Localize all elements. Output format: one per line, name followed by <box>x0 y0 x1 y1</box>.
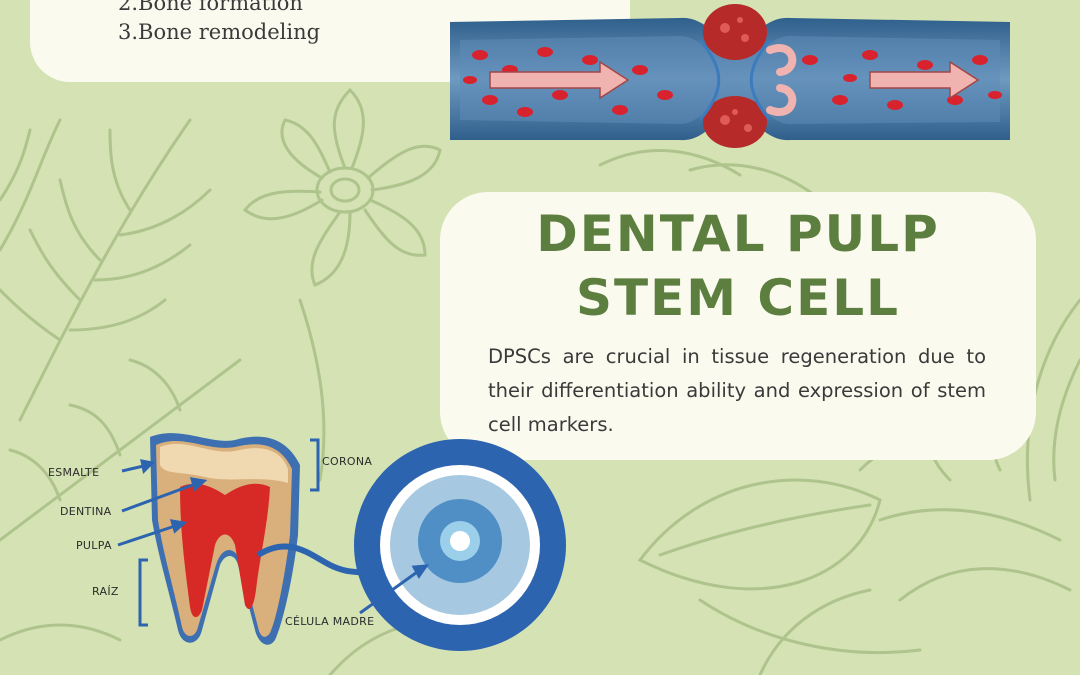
page-title-line-2: STEM CELL <box>575 269 900 327</box>
tooth-diagram: ESMALTE DENTINA PULPA RAÍZ CORONA CÉLULA… <box>30 425 590 675</box>
page-title-line-1: DENTAL PULP <box>536 205 940 263</box>
red-blood-cells <box>463 47 1002 117</box>
dental-pulp-card: DENTAL PULP STEM CELL DPSCs are crucial … <box>440 192 1036 460</box>
label-esmalte: ESMALTE <box>48 466 100 479</box>
plaque-clot-top <box>703 4 767 60</box>
label-dentina: DENTINA <box>60 505 112 518</box>
label-corona: CORONA <box>322 455 373 468</box>
flow-arrows <box>489 60 980 100</box>
plaque-clot-bottom <box>703 96 767 148</box>
label-pulpa: PULPA <box>76 539 112 552</box>
label-celula-madre: CÉLULA MADRE <box>285 615 375 628</box>
blood-vessel-illustration <box>450 4 1010 148</box>
list-item-bone-formation: 2.Bone formation <box>118 0 303 15</box>
list-item-bone-remodeling: 3.Bone remodeling <box>118 20 321 44</box>
description-text: DPSCs are crucial in tissue regeneration… <box>488 345 986 436</box>
pulp-chamber <box>180 483 270 618</box>
label-raiz: RAÍZ <box>92 585 119 598</box>
